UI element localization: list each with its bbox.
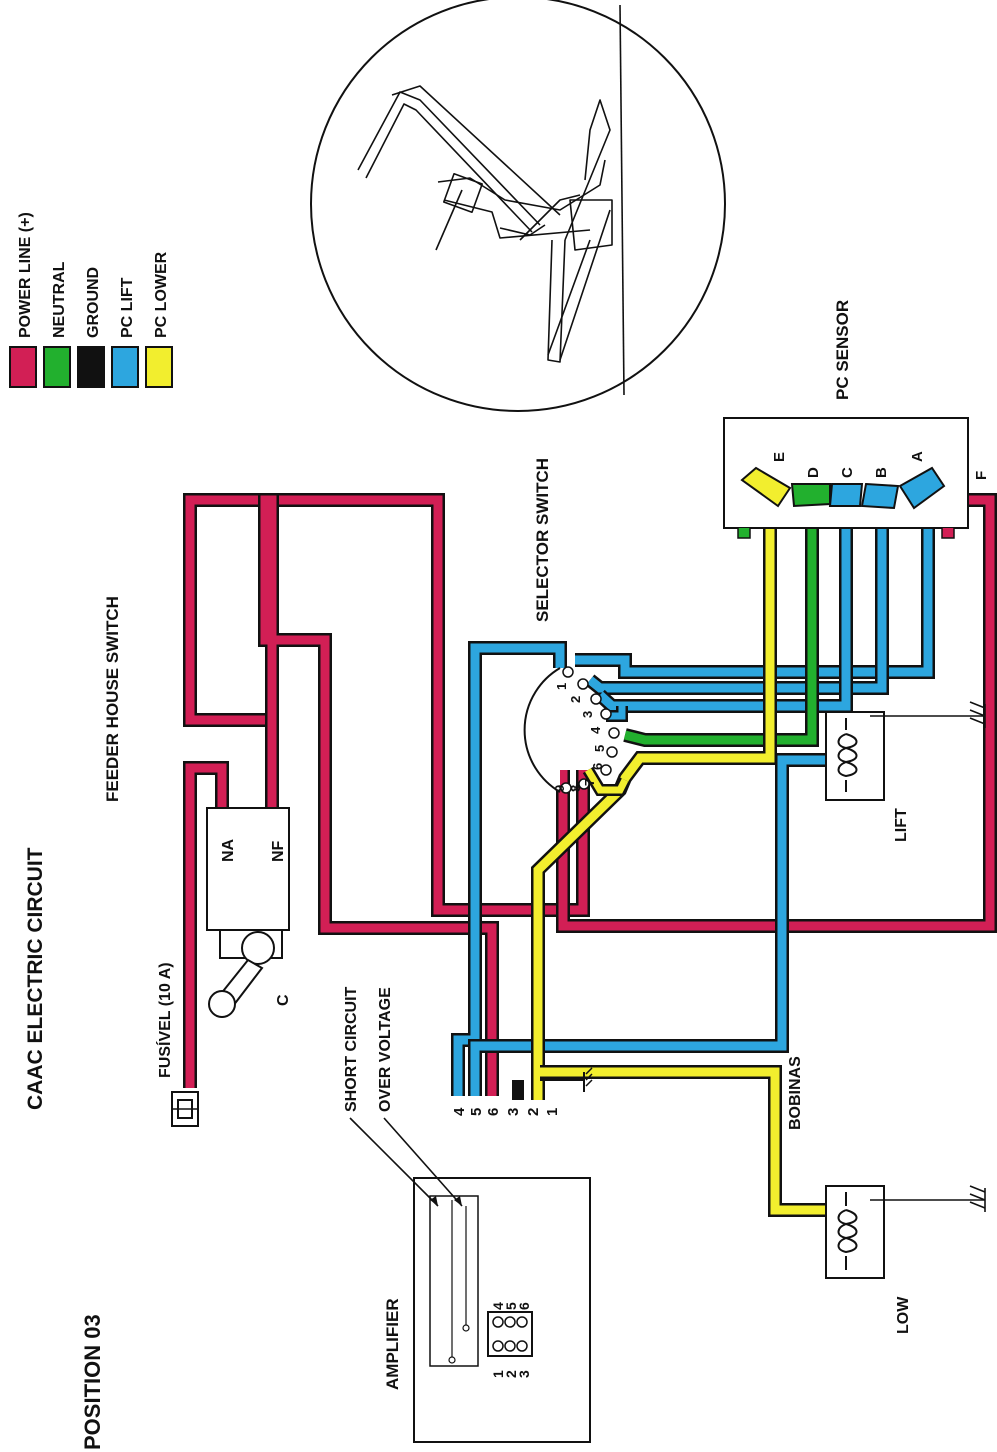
selector-position-6: 6 — [590, 763, 605, 770]
legend-label-pc-lower: PC LOWER — [153, 251, 170, 338]
switch-na-label: NA — [220, 838, 237, 862]
legend-item-pc-lower: PC LOWER — [145, 251, 173, 388]
selector-position-1: 1 — [554, 683, 569, 690]
legend-label-pc-lift: PC LIFT — [119, 277, 136, 338]
amp-terminal-6: 6 — [485, 1108, 502, 1116]
lift-wires — [451, 496, 935, 1096]
coils: BOBINAS LIFT LOW — [787, 701, 986, 1334]
selector-position-4: 4 — [588, 726, 603, 734]
neutral-wires — [623, 500, 819, 747]
amp-connector-pin-1: 1 — [490, 1370, 506, 1378]
pc-sensor: PC SENSOR E D C B A F — [723, 300, 990, 539]
pc-sensor-pin-label-d: D — [805, 467, 822, 478]
lower-wires — [531, 490, 830, 1217]
fuse: FUSÍVEL (10 A) — [155, 962, 199, 1127]
amplifier-terminal-numbers: 4 5 6 3 2 1 — [451, 1107, 561, 1116]
pc-sensor-pin-a — [898, 466, 946, 510]
pc-sensor-pin-e — [740, 466, 792, 508]
selector-position-8: 8 — [568, 785, 583, 792]
position-label: POSITION 03 — [80, 1314, 105, 1450]
pc-sensor-pins — [740, 466, 946, 510]
fuse-label: FUSÍVEL (10 A) — [155, 962, 174, 1078]
low-ground-icon — [969, 1185, 986, 1212]
low-coil-box — [825, 1185, 885, 1279]
amplifier-label: AMPLIFIER — [383, 1298, 402, 1390]
low-coil: LOW — [825, 1185, 986, 1334]
selector-contacts — [560, 666, 620, 794]
amplifier: AMPLIFIER 1 2 3 4 5 6 — [383, 1177, 591, 1443]
switch-nf-label: NF — [270, 840, 287, 862]
feeder-house-switch-label: FEEDER HOUSE SWITCH — [103, 596, 122, 802]
diagram-title: CAAC ELECTRIC CIRCUIT — [24, 847, 47, 1110]
legend-swatch-pc-lift — [111, 346, 139, 388]
legend-label-neutral: NEUTRAL — [51, 261, 68, 338]
pc-sensor-f-label: F — [973, 471, 990, 480]
bobinas-label: BOBINAS — [787, 1056, 804, 1130]
selector-position-9: 9 — [552, 785, 567, 792]
pc-sensor-pin-b — [860, 482, 900, 510]
legend-item-neutral: NEUTRAL — [43, 261, 71, 388]
legend-item-pc-lift: PC LIFT — [111, 277, 139, 388]
lift-label: LIFT — [893, 808, 910, 842]
amp-connector-pin-3: 3 — [516, 1370, 532, 1378]
lift-ground-icon — [969, 701, 986, 728]
pc-sensor-pin-c — [828, 483, 864, 507]
selector-position-3: 3 — [580, 711, 595, 718]
amp-terminal-5: 5 — [468, 1108, 485, 1116]
switch-lever-knob — [241, 931, 275, 965]
selector-switch-body — [523, 667, 561, 793]
selector-switch: SELECTOR SWITCH 1 2 3 4 5 6 7 8 9 — [523, 458, 620, 794]
lift-coil: LIFT — [825, 701, 986, 842]
pc-sensor-pin-d — [790, 483, 831, 508]
pc-sensor-pin-label-a: A — [909, 451, 926, 462]
legend-swatch-power-line — [9, 346, 37, 388]
pc-sensor-label: PC SENSOR — [833, 300, 852, 400]
legend-swatch-neutral — [43, 346, 71, 388]
amp-connector-pin-5: 5 — [503, 1302, 519, 1310]
amp-connector-pin-2: 2 — [503, 1370, 519, 1378]
selector-switch-label: SELECTOR SWITCH — [533, 458, 552, 622]
selector-position-2: 2 — [568, 696, 583, 703]
legend-swatch-ground — [77, 346, 105, 388]
pc-sensor-pin-label-c: C — [839, 467, 856, 478]
wiring — [183, 490, 997, 1217]
feeder-house-switch: FEEDER HOUSE SWITCH NA NF C — [103, 596, 292, 1018]
switch-c-label: C — [275, 994, 292, 1006]
amplifier-callouts: SHORT CIRCUIT OVER VOLTAGE — [343, 986, 463, 1207]
legend-label-ground: GROUND — [85, 267, 102, 338]
pc-sensor-pin-label-e: E — [771, 452, 788, 462]
selector-position-numbers: 1 2 3 4 5 6 7 8 9 — [552, 683, 607, 792]
mechanism-detail-illustration — [310, 0, 726, 412]
legend-swatch-pc-lower — [145, 346, 173, 388]
amp-terminal-4: 4 — [451, 1107, 468, 1116]
low-label: LOW — [895, 1296, 912, 1334]
amp-terminal-3: 3 — [505, 1108, 522, 1116]
low-coil-winding — [837, 1209, 858, 1254]
amp-connector-pin-4: 4 — [490, 1302, 506, 1310]
selector-position-5: 5 — [592, 745, 607, 752]
amp-terminal-1: 1 — [544, 1108, 561, 1116]
amp-terminal-2: 2 — [525, 1108, 542, 1116]
short-circuit-label: SHORT CIRCUIT — [343, 986, 360, 1112]
legend: POWER LINE (+) NEUTRAL GROUND PC LIFT PC… — [9, 212, 173, 388]
pc-sensor-pin-label-b: B — [873, 467, 890, 478]
legend-item-ground: GROUND — [77, 267, 105, 388]
lift-coil-box — [825, 711, 885, 801]
legend-label-power-line: POWER LINE (+) — [17, 212, 34, 338]
over-voltage-label: OVER VOLTAGE — [377, 987, 394, 1112]
power-wires — [183, 493, 997, 1096]
lower-wire-sensor-e — [531, 490, 777, 1100]
amp-connector-pin-6: 6 — [516, 1302, 532, 1310]
legend-item-power-line: POWER LINE (+) — [9, 212, 37, 388]
ground-wires — [512, 1067, 593, 1100]
lift-coil-winding — [837, 733, 858, 778]
amplifier-body — [413, 1177, 591, 1443]
selector-position-7: 7 — [582, 779, 597, 786]
switch-body — [206, 807, 290, 931]
